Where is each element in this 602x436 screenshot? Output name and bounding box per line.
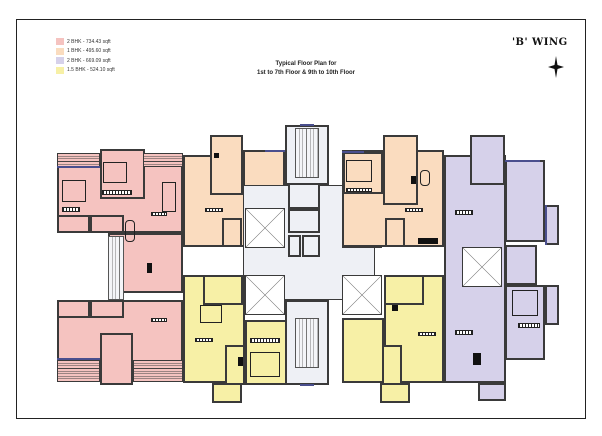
pink-toilet-1 — [57, 215, 90, 233]
legend-item-15bhk-524: 1.5 BHK - 524.10 sqft — [56, 66, 115, 76]
lav-bedroom-top — [505, 160, 545, 242]
peach-right-bedroom — [343, 152, 383, 194]
lav-balcony-bottom — [545, 285, 559, 325]
pink-toilet-4 — [90, 300, 124, 318]
pink-bed-2 — [103, 162, 127, 183]
lav-wardrobe — [518, 323, 540, 328]
legend-label: 2 BHK - 669.09 sqft — [67, 57, 111, 64]
pink-bedroom-1 — [100, 149, 145, 199]
bottom-staircase[interactable] — [295, 318, 319, 368]
lav-kitchen-top — [470, 135, 505, 185]
plan-title-line1: Typical Floor Plan for — [275, 61, 337, 67]
lav-fixture — [473, 353, 481, 365]
core-shaft-a — [288, 235, 301, 257]
duct-shaft-bottom-right — [342, 275, 382, 315]
yel-left-fixture — [238, 357, 243, 366]
legend-label: 1 BHK - 495.60 sqft — [67, 48, 111, 55]
plan-title: Typical Floor Plan for 1st to 7th Floor … — [240, 60, 372, 78]
yel-right-kitchen — [382, 345, 402, 385]
peach-right-kitchen — [383, 135, 418, 205]
pink-window-2 — [57, 358, 100, 360]
lav-bedroom-bottom — [505, 285, 545, 360]
peach-right-wardrobe — [346, 188, 372, 192]
duct-shaft-right — [462, 247, 502, 287]
legend: 2 BHK - 734.43 sqft 1 BHK - 495.60 sqft … — [56, 37, 115, 75]
legend-swatch-peach — [56, 47, 64, 55]
yel-right-bedroom — [342, 318, 384, 383]
legend-label: 2 BHK - 734.43 sqft — [67, 38, 111, 45]
pink-dining-table — [125, 220, 135, 242]
legend-swatch-pink — [56, 38, 64, 46]
plan-title-line2: 1st to 7th Floor & 9th to 10th Floor — [257, 70, 355, 76]
lav-toilet — [505, 245, 537, 285]
peach-left-window — [265, 150, 285, 152]
pink-balcony-4 — [133, 360, 183, 382]
peach-right-fixture — [411, 176, 416, 184]
yel-right-room-top — [384, 275, 424, 305]
peach-left-tv-unit — [205, 208, 223, 212]
pink-toilet-2 — [90, 215, 124, 233]
yel-left-tv-unit — [195, 338, 213, 342]
pink-window-1 — [57, 166, 100, 168]
yel-right-tv-unit — [418, 332, 436, 336]
peach-left-toilet — [222, 218, 242, 247]
lav-bed — [512, 290, 538, 316]
pink-balcony-2 — [143, 153, 183, 167]
peach-right-toilet — [385, 218, 405, 247]
wing-label: 'B' WING — [512, 37, 568, 48]
peach-right-sofa — [420, 170, 430, 186]
peach-right-tv-unit — [405, 208, 423, 212]
pink-wardrobe-1 — [62, 207, 80, 212]
top-staircase[interactable] — [295, 128, 319, 178]
duct-shaft-top-left — [245, 208, 285, 248]
pink-balcony-1 — [57, 153, 100, 167]
legend-swatch-lavender — [56, 57, 64, 65]
peach-left-kitchen — [210, 135, 243, 195]
pink-bed-1 — [62, 180, 86, 202]
peach-right-window — [342, 151, 364, 153]
yel-left-wardrobe — [250, 338, 280, 343]
pink-fixture — [147, 263, 152, 273]
drawing-frame — [16, 19, 586, 419]
lav-balcony-top — [545, 205, 559, 245]
yel-right-fixture — [392, 305, 398, 311]
lav-tv-unit — [455, 210, 473, 215]
lav-bottom-utility — [478, 383, 506, 401]
pink-toilet-3 — [57, 300, 90, 318]
yel-left-room-top — [203, 275, 243, 305]
pink-balcony-3 — [57, 360, 100, 382]
pink-wardrobe-2 — [102, 190, 132, 195]
lav-window-right — [545, 205, 547, 245]
core-shaft-b — [302, 235, 320, 257]
pink-kitchen-counter — [151, 212, 167, 216]
legend-label: 1.5 BHK - 524.10 sqft — [67, 67, 115, 74]
yel-left-sofa — [200, 305, 222, 323]
core-bottom-window — [300, 384, 314, 386]
peach-right-counter — [418, 238, 438, 244]
lift-1 — [288, 183, 320, 209]
yel-left-bed — [250, 352, 280, 377]
pink-sofa — [162, 182, 176, 212]
north-arrow-icon — [548, 56, 564, 78]
yel-left-utility — [212, 383, 242, 403]
legend-swatch-yellow — [56, 66, 64, 74]
duct-shaft-bottom-left — [245, 275, 285, 315]
legend-item-2bhk-669: 2 BHK - 669.09 sqft — [56, 56, 115, 66]
lav-tv-unit-2 — [455, 330, 473, 335]
peach-left-sink — [214, 153, 219, 158]
pink-duct-stair — [108, 236, 124, 300]
pink-bedroom-2 — [100, 333, 133, 385]
legend-item-1bhk-495: 1 BHK - 495.60 sqft — [56, 47, 115, 57]
pink-kitchen-counter-2 — [151, 318, 167, 322]
core-top-window — [300, 124, 314, 126]
lift-2 — [288, 209, 320, 233]
peach-right-bed — [346, 160, 372, 182]
yel-right-utility — [380, 383, 410, 403]
lav-window-top — [505, 160, 540, 162]
legend-item-2bhk-734: 2 BHK - 734.43 sqft — [56, 37, 115, 47]
